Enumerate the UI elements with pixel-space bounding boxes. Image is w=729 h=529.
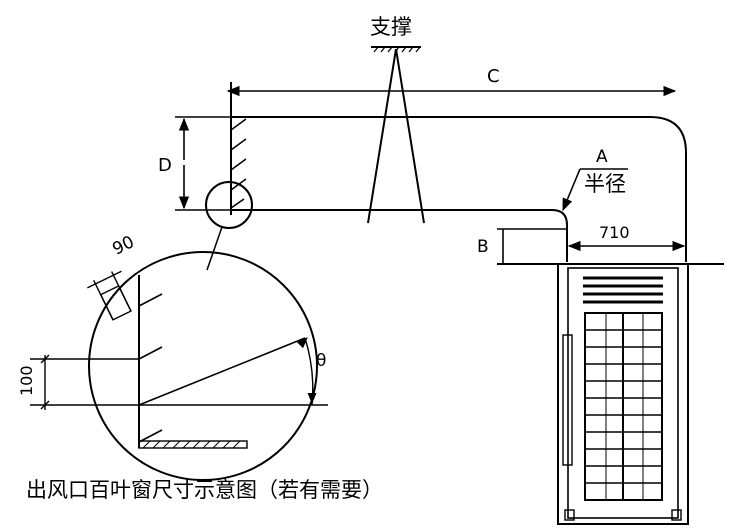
- label-theta: θ: [316, 351, 326, 371]
- label-710: 710: [599, 223, 630, 242]
- label-d: D: [158, 155, 172, 176]
- support-bracket: [367, 46, 425, 224]
- louver-detail: [30, 251, 328, 481]
- label-radius: 半径: [584, 172, 626, 196]
- radius-leader: [562, 168, 628, 212]
- air-duct: [205, 82, 687, 271]
- label-100: 100: [17, 365, 36, 396]
- dimension-d: [175, 116, 231, 211]
- label-a: A: [596, 147, 608, 167]
- support-label: 支撑: [370, 15, 412, 39]
- label-b: B: [477, 237, 489, 257]
- diagram-caption: 出风口百叶窗尺寸示意图（若有需要）: [26, 478, 383, 502]
- dimension-b: [497, 228, 567, 265]
- label-c: C: [487, 66, 500, 87]
- label-90: 90: [109, 232, 137, 259]
- indoor-unit: [557, 263, 689, 525]
